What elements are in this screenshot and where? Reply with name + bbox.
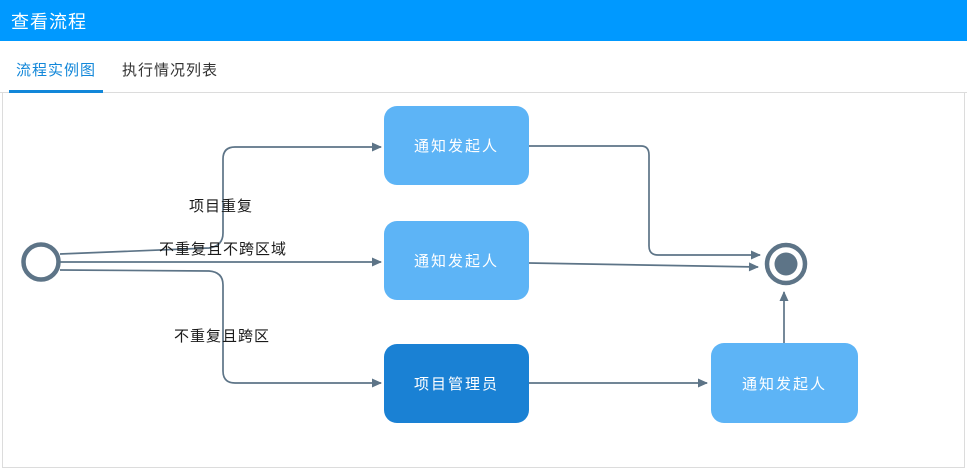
flow-node-n2: 通知发起人 (384, 221, 529, 300)
start-event-icon (21, 242, 61, 282)
flow-edge-top-branch (59, 142, 382, 255)
tab-process-instance-diagram[interactable]: 流程实例图 (9, 59, 104, 93)
tab-execution-list[interactable]: 执行情况列表 (122, 62, 219, 79)
flow-edge-layer (21, 142, 808, 388)
edge-label-l2: 不重复且不跨区域 (159, 241, 288, 258)
flow-edge-bottom-branch (59, 269, 382, 388)
end-event-core-icon (774, 252, 798, 276)
flow-edge-top-to-end (529, 145, 761, 260)
tab-bar: 流程实例图 执行情况列表 (0, 41, 967, 93)
edge-label-l1: 项目重复 (189, 198, 254, 215)
diagram-panel: 通知发起人通知发起人项目管理员通知发起人项目重复不重复且不跨区域不重复且跨区 (2, 93, 965, 468)
dialog-header: 查看流程 (0, 0, 967, 41)
edge-label-l3: 不重复且跨区 (174, 328, 271, 345)
page-title: 查看流程 (11, 11, 87, 32)
flow-node-n1: 通知发起人 (384, 106, 529, 185)
flow-edge-middle-to-end (528, 262, 759, 272)
flow-node-n4: 通知发起人 (711, 343, 858, 423)
flow-node-n3: 项目管理员 (384, 344, 529, 423)
